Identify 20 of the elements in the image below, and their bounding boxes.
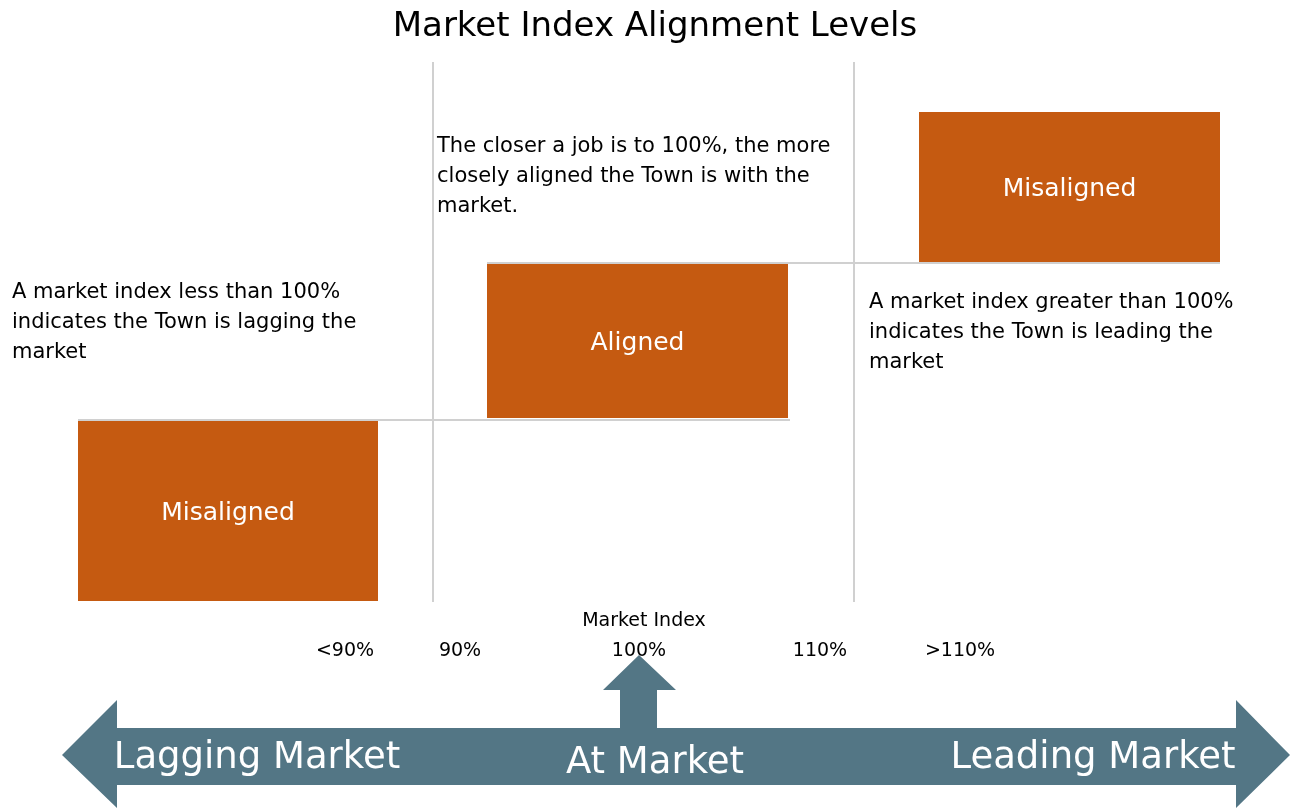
tick-label: 90% [437,637,483,662]
description-text: A market index less than 100% indicates the Town is lagging the market [12,278,358,365]
level-label: Misaligned [1002,172,1137,202]
level-box [919,112,1220,262]
tick-label: 110% [791,637,849,662]
description-text: A market index greater than 100% indicates the Town is leading the market [869,288,1235,375]
level-label: Misaligned [161,496,295,526]
level-box [78,421,378,601]
title: Market Index Alignment Levels [391,4,919,44]
level-box [487,264,788,418]
tick-label: >110% [923,637,997,662]
tick-label: <90% [314,637,376,662]
banner-label: Lagging Market [112,733,402,779]
description-text: The closer a job is to 100%, the more closely aligned the Town is with the market. [437,132,832,219]
banner-label: Leading Market [949,733,1237,779]
banner-label: At Market [564,738,746,784]
axis-title: Market Index [581,607,707,632]
double-arrow-banner [62,655,1290,809]
level-label: Aligned [590,326,685,356]
tick-label: 100% [610,637,668,662]
